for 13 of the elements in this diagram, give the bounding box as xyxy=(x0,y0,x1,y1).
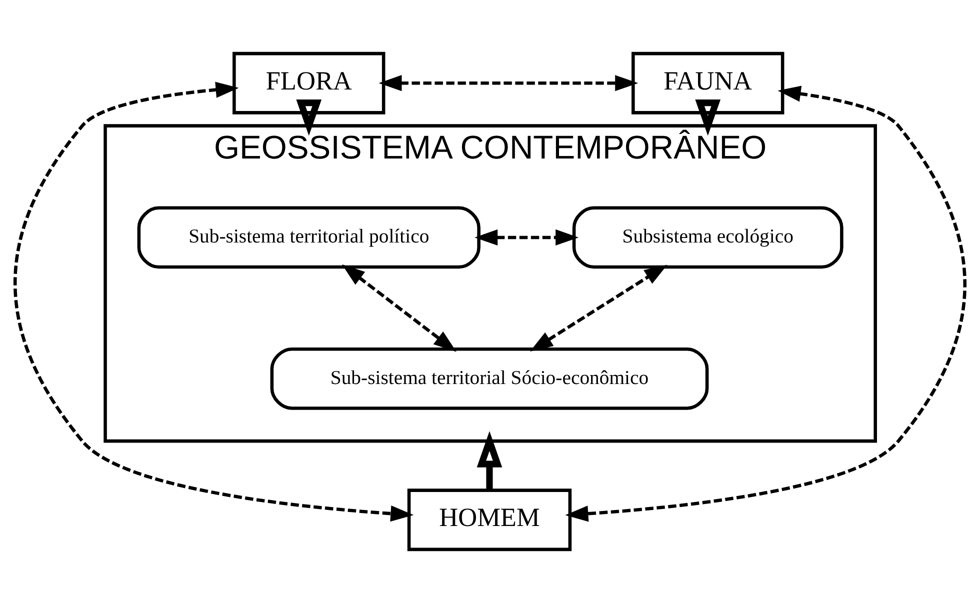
node-box: Sub-sistema territorial político xyxy=(137,206,480,269)
arrow xyxy=(474,229,579,246)
arrow xyxy=(565,86,966,522)
node-box: Subsistema ecológico xyxy=(572,206,844,269)
arrow xyxy=(530,264,668,352)
arrow xyxy=(695,100,721,136)
arrow xyxy=(476,431,502,490)
node-box: Sub-sistema territorial Sócio-econômico xyxy=(270,347,709,410)
node-box: HOMEM xyxy=(407,488,572,552)
arrow xyxy=(378,75,638,92)
arrow xyxy=(342,264,457,352)
arrow xyxy=(14,82,414,522)
arrow xyxy=(296,100,322,136)
